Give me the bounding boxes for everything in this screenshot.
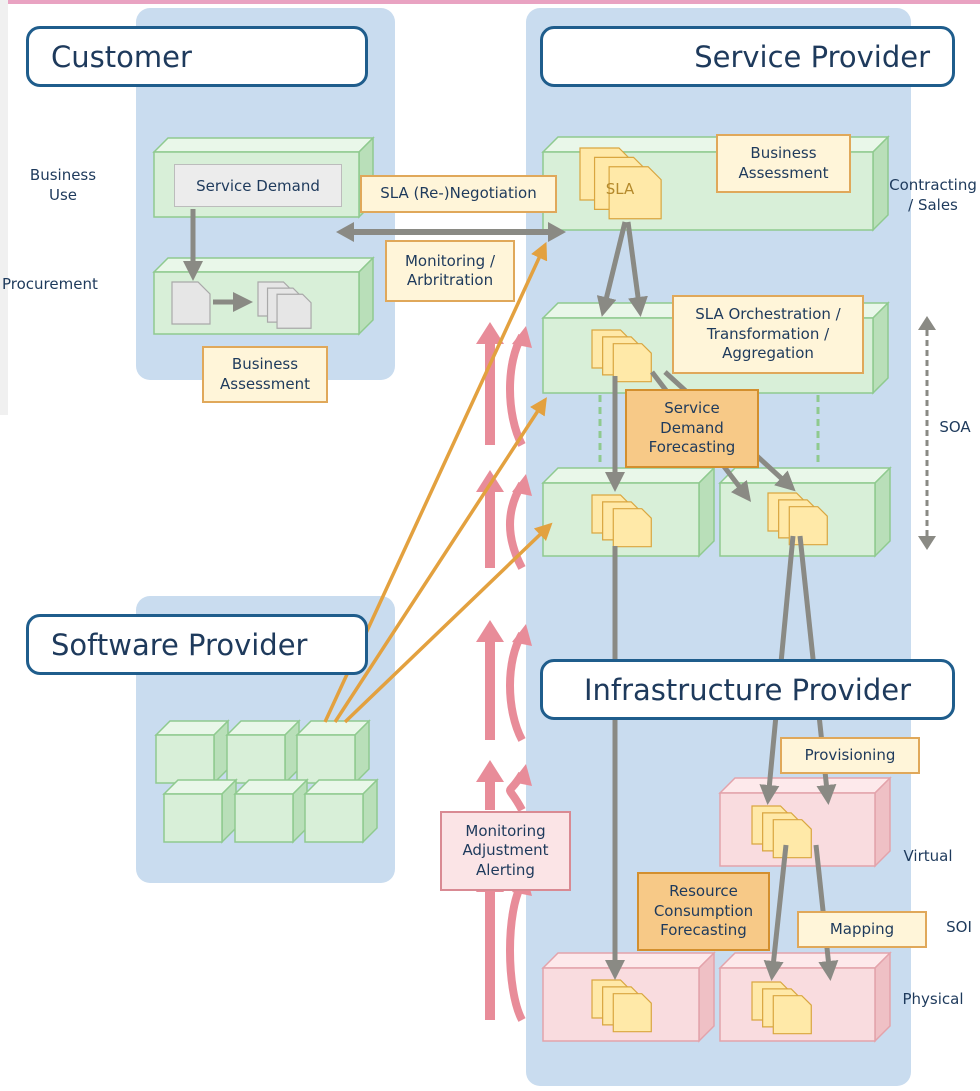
pink-up-arrow-4	[476, 760, 532, 812]
procurement-doc-stack	[257, 281, 312, 329]
note-monitoring-adjustment: Monitoring Adjustment Alerting	[440, 811, 571, 891]
software-component-4	[162, 778, 238, 844]
left-edge-strip	[0, 0, 8, 415]
software-component-2	[225, 719, 301, 785]
note-sla-orchestration: SLA Orchestration / Transformation / Agg…	[672, 295, 864, 374]
procurement-doc-single	[171, 281, 211, 325]
orange-arrow-2	[333, 397, 547, 723]
software-component-5	[233, 778, 309, 844]
label-soa: SOA	[939, 418, 971, 436]
pink-up-arrow-2	[476, 470, 532, 570]
software-component-3	[295, 719, 371, 785]
physical-left-docs	[591, 979, 652, 1033]
note-provisioning: Provisioning	[780, 737, 920, 774]
orange-arrow-3	[343, 522, 553, 724]
note-service-demand-forecasting: Service Demand Forecasting	[625, 389, 759, 468]
note-sp-business-assessment: Business Assessment	[716, 134, 851, 193]
top-strip	[0, 0, 980, 4]
customer-title: Customer	[26, 26, 368, 87]
service-left-docs	[591, 494, 652, 548]
sp-service-left-box	[541, 466, 716, 558]
software-component-6	[303, 778, 379, 844]
service-demand-box: Service Demand	[174, 164, 342, 207]
infrastructure-provider-title: Infrastructure Provider	[540, 659, 955, 720]
virtual-docs	[751, 805, 812, 859]
note-customer-business-assessment: Business Assessment	[202, 346, 328, 403]
soa-range-arrow	[918, 316, 936, 550]
arrow-virtual-to-physical-a	[763, 844, 789, 981]
label-contracting-sales: Contracting / Sales	[889, 176, 977, 214]
arrow-sla-down-left	[596, 221, 628, 317]
service-right-docs	[767, 492, 828, 546]
label-physical: Physical	[902, 990, 964, 1008]
note-sla-negotiation: SLA (Re-)Negotiation	[360, 175, 557, 213]
sla-document-label: SLA	[605, 180, 635, 198]
arrow-sla-down-right	[625, 221, 648, 317]
arrow-virtual-to-physical-b	[813, 844, 839, 981]
label-virtual: Virtual	[903, 847, 953, 865]
orchestration-docs	[591, 329, 652, 383]
pink-up-arrow-5	[476, 870, 532, 1022]
software-provider-title: Software Provider	[26, 614, 368, 675]
sla-negotiation-arrow	[336, 222, 566, 242]
note-resource-consumption: Resource Consumption Forecasting	[637, 872, 770, 951]
note-monitoring-arbitration: Monitoring / Arbritration	[385, 240, 515, 302]
sla-docs	[579, 147, 662, 220]
software-component-1	[154, 719, 230, 785]
label-soi: SOI	[946, 918, 972, 936]
label-procurement: Procurement	[2, 275, 98, 293]
note-mapping: Mapping	[797, 911, 927, 948]
pink-up-arrow-1	[476, 322, 532, 447]
service-provider-title: Service Provider	[540, 26, 955, 87]
pink-up-arrow-3	[476, 620, 532, 742]
label-business-use: Business Use	[29, 166, 97, 204]
physical-right-docs	[751, 981, 812, 1035]
